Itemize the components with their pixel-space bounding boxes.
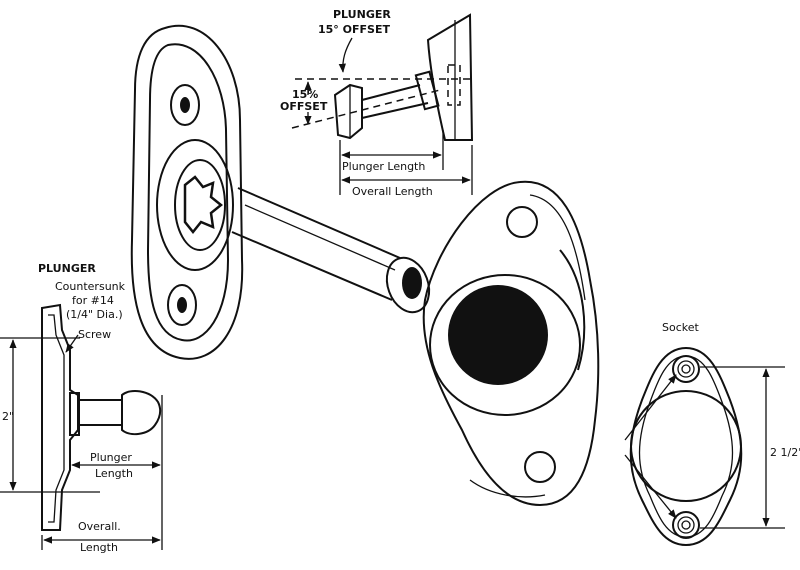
socket-plate-illustration — [422, 180, 600, 507]
overall-length-label-line2: Length — [80, 541, 118, 554]
socket-height-dim: 2 1/2" — [770, 446, 800, 459]
plunger-height-dim: 2" — [2, 410, 14, 423]
socket-title: Socket — [662, 321, 700, 334]
offset-title-line2: 15° OFFSET — [318, 23, 390, 36]
countersunk-note-line2: for #14 — [72, 294, 114, 307]
socket-detail-drawing — [624, 346, 785, 547]
offset-plunger-length-label: Plunger Length — [342, 160, 425, 173]
plunger-detail-title: PLUNGER — [38, 262, 96, 275]
overall-length-label-line1: Overall. — [78, 520, 121, 533]
countersunk-note-line4: Screw — [78, 328, 111, 341]
countersunk-note-line1: Countersunk — [55, 280, 126, 293]
plunger-side-detail-drawing — [0, 303, 163, 550]
countersunk-note-line3: (1/4" Dia.) — [66, 308, 123, 321]
plunger-length-label-line1: Plunger — [90, 451, 132, 464]
offset-title-line1: PLUNGER — [333, 8, 391, 21]
offset-detail-drawing — [291, 13, 474, 195]
offset-angle-line1: 15% — [292, 88, 318, 101]
plunger-arm-illustration — [231, 187, 431, 314]
offset-overall-length-label: Overall Length — [352, 185, 433, 198]
plunger-plate-illustration — [130, 24, 244, 360]
plunger-length-label-line2: Length — [95, 467, 133, 480]
offset-angle-line2: OFFSET — [280, 100, 328, 113]
